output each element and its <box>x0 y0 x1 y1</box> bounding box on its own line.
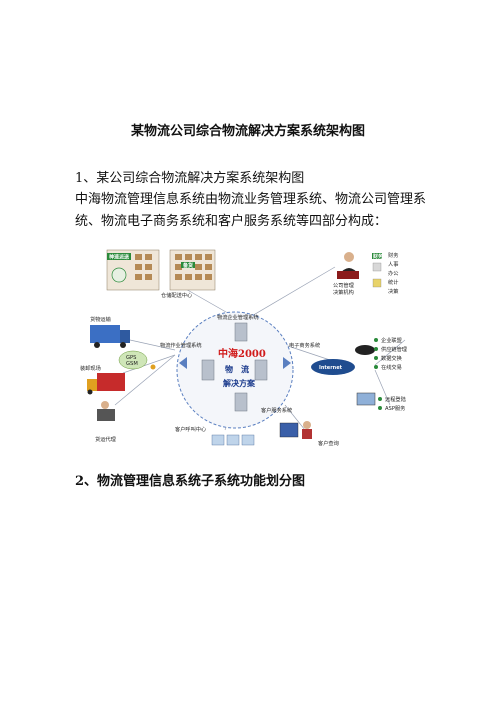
warehouse-illustration: 神速派送 备货 <box>106 249 216 291</box>
center-hub: 中海2000 物 流 解决方案 <box>176 311 294 429</box>
architecture-diagram: 中海2000 物 流 解决方案 物流企业管理系统 物流作业管理系统 电子商务系统… <box>80 249 408 447</box>
gps-gsm-icon: GPS GSM <box>118 350 156 370</box>
finance-badge: 财务 <box>372 253 384 260</box>
section-heading-2: 2、物流管理信息系统子系统功能划分图 <box>75 474 306 489</box>
server-icon <box>201 322 268 412</box>
label-gps: GPS <box>126 355 136 361</box>
label-call-center: 客户呼叫中心 <box>175 425 206 433</box>
internet-icon: Internet <box>311 359 355 375</box>
truck-illustration <box>90 325 130 348</box>
label-customer-service-system: 客户服务系统 <box>261 406 292 414</box>
label-decision: 决策机构 <box>333 288 354 296</box>
label-agent: 货运代理 <box>95 435 117 443</box>
label-inquiry: 客户查询 <box>318 439 339 447</box>
label-internet: Internet <box>319 365 343 371</box>
intro-paragraph: 中海物流管理信息系统由物流业务管理系统、物流公司管理系统、物流电子商务系统和客户… <box>75 192 427 229</box>
label-cargo: 货物运输 <box>90 315 112 323</box>
ecommerce-panel: 企业联盟 供应链管理 数据交换 在线交易 <box>355 336 408 371</box>
remote-panel: 远程登陆 ASP服务 <box>356 392 406 412</box>
finance-item: 办公 <box>388 269 398 277</box>
ecommerce-item: 企业联盟 <box>381 336 402 344</box>
agent-illustration <box>97 401 115 421</box>
label-express: 神速派送 <box>109 254 130 261</box>
center-brand: 中海2000 <box>218 347 266 360</box>
loading-illustration <box>87 373 125 395</box>
finance-item: 决策 <box>388 287 399 295</box>
center-line2: 解决方案 <box>223 378 256 388</box>
label-enterprise-system: 物流企业管理系统 <box>217 313 259 321</box>
ecommerce-item: 数据交换 <box>381 354 403 362</box>
page-title: 某物流公司综合物流解决方案系统架构图 <box>130 124 365 139</box>
label-gsm: GSM <box>126 361 138 367</box>
call-center-illustration <box>211 434 255 446</box>
section-heading-1: 1、某公司综合物流解决方案系统架构图 <box>75 171 305 186</box>
label-management: 公司管理 <box>333 281 355 289</box>
label-ecommerce-system: 电子商务系统 <box>289 341 320 349</box>
finance-item: 统计 <box>388 278 398 286</box>
label-warehouse: 仓储配送中心 <box>161 291 192 299</box>
center-line1: 物 流 <box>225 364 249 374</box>
finance-panel: 财务 财务 人事 办公 统计 决策 <box>372 251 399 295</box>
label-inventory: 备货 <box>182 262 193 269</box>
finance-item: 人事 <box>388 260 398 268</box>
ecommerce-item: 在线交易 <box>381 363 402 371</box>
remote-item: 远程登陆 <box>385 395 406 403</box>
inquiry-illustration <box>279 421 312 439</box>
label-operations-system: 物流作业管理系统 <box>160 341 202 349</box>
remote-item: ASP服务 <box>385 404 405 412</box>
label-loading: 装卸现场 <box>80 364 101 372</box>
manager-illustration <box>337 252 359 279</box>
ecommerce-item: 供应链管理 <box>381 345 408 353</box>
finance-item: 财务 <box>388 251 398 259</box>
